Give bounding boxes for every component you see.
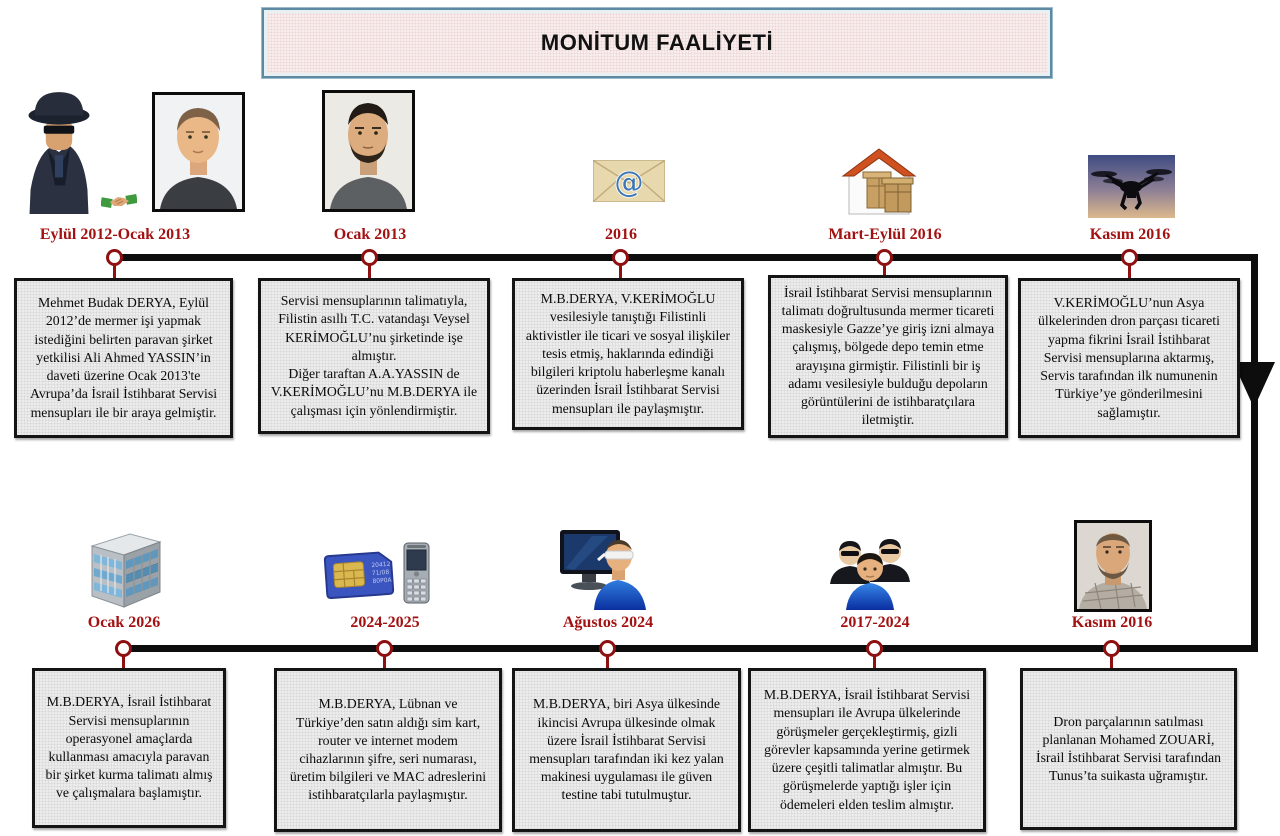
event-date: 2016 [605,226,637,243]
timeline-node [612,249,629,266]
event-text: M.B.DERYA, V.KERİMOĞLU vesilesiyle tanış… [525,291,731,416]
timeline-node [866,640,883,657]
agents-group-icon [828,532,912,615]
timeline-node [361,249,378,266]
event-box: Dron parçalarının satılması planlanan Mo… [1020,668,1237,830]
event-date: Eylül 2012-Ocak 2013 [39,226,191,243]
timeline-top-line [112,254,1258,261]
connector [368,256,371,282]
timeline-node [376,640,393,657]
sim-card-icon: 20412 71/08 80P0A [322,550,396,605]
event-text: M.B.DERYA, Lübnan ve Türkiye’den satın a… [289,696,487,803]
event-text: M.B.DERYA, İsrail İstihbarat Servisi men… [45,694,213,801]
event-text: İsrail İstihbarat Servisi mensuplarının … [781,284,995,428]
connector [122,648,125,672]
office-building-icon [84,528,164,613]
connector [883,256,886,282]
timeline-node [1103,640,1120,657]
connector [383,648,386,672]
svg-text:20412: 20412 [371,561,391,569]
connector [1128,256,1131,282]
event-date: Kasım 2016 [1071,614,1153,631]
blindfolded-user-computer-icon [558,528,652,615]
timeline-right-line [1251,254,1258,652]
event-date: Mart-Eylül 2016 [828,226,942,243]
event-date: Ocak 2013 [333,226,407,243]
event-box: V.KERİMOĞLU’nun Asya ülkelerinden dron p… [1018,278,1240,438]
svg-text:80P0A: 80P0A [372,577,393,585]
title-banner: MONİTUM FAALİYETİ [262,8,1052,78]
event-text: M.B.DERYA, İsrail İstihbarat Servisi men… [763,687,971,812]
mobile-phone-icon [403,542,430,609]
handshake-icon [100,190,138,217]
event-box: M.B.DERYA, Lübnan ve Türkiye’den satın a… [274,668,502,832]
event-date: Ağustos 2024 [562,614,654,631]
event-box: Mehmet Budak DERYA, Eylül 2012’de mermer… [14,278,233,438]
event-date: 2024-2025 [350,614,420,631]
event-box: M.B.DERYA, İsrail İstihbarat Servisi men… [32,668,226,828]
timeline-node [599,640,616,657]
portrait-photo-yassin [152,92,245,212]
event-box: M.B.DERYA, İsrail İstihbarat Servisi men… [748,668,986,832]
timeline-node [876,249,893,266]
connector [1110,648,1113,672]
connector [606,648,609,672]
event-date: 2017-2024 [840,614,910,631]
event-date: Kasım 2016 [1089,226,1171,243]
email-icon: @ [592,159,666,207]
event-box: M.B.DERYA, biri Asya ülkesinde ikincisi … [512,668,741,832]
connector [113,256,116,282]
event-date: Ocak 2026 [87,614,161,631]
event-text: V.KERİMOĞLU’nun Asya ülkelerinden dron p… [1038,295,1220,420]
connector [619,256,622,282]
event-box: İsrail İstihbarat Servisi mensuplarının … [768,275,1008,438]
event-text: Dron parçalarının satılması planlanan Mo… [1035,713,1222,784]
connector [873,648,876,672]
warehouse-icon [841,146,917,223]
event-box: M.B.DERYA, V.KERİMOĞLU vesilesiyle tanış… [512,278,744,430]
portrait-photo-kerimoglu [322,90,415,212]
spy-icon [16,88,102,221]
event-box: Servisi mensuplarının talimatıyla, Filis… [258,278,490,434]
event-text: Servisi mensuplarının talimatıyla, Filis… [270,293,478,418]
svg-text:@: @ [614,165,644,200]
timeline-bottom-line [118,645,1258,652]
event-text: M.B.DERYA, biri Asya ülkesinde ikincisi … [529,696,724,803]
page-title: MONİTUM FAALİYETİ [540,30,774,55]
timeline-node [106,249,123,266]
timeline-node [115,640,132,657]
event-text: Mehmet Budak DERYA, Eylül 2012’de mermer… [29,295,218,420]
drone-icon [1088,155,1175,223]
timeline-node [1121,249,1138,266]
flow-arrow-down-icon [1233,362,1275,408]
svg-text:71/08: 71/08 [372,569,390,577]
portrait-photo-zouari [1074,520,1152,612]
